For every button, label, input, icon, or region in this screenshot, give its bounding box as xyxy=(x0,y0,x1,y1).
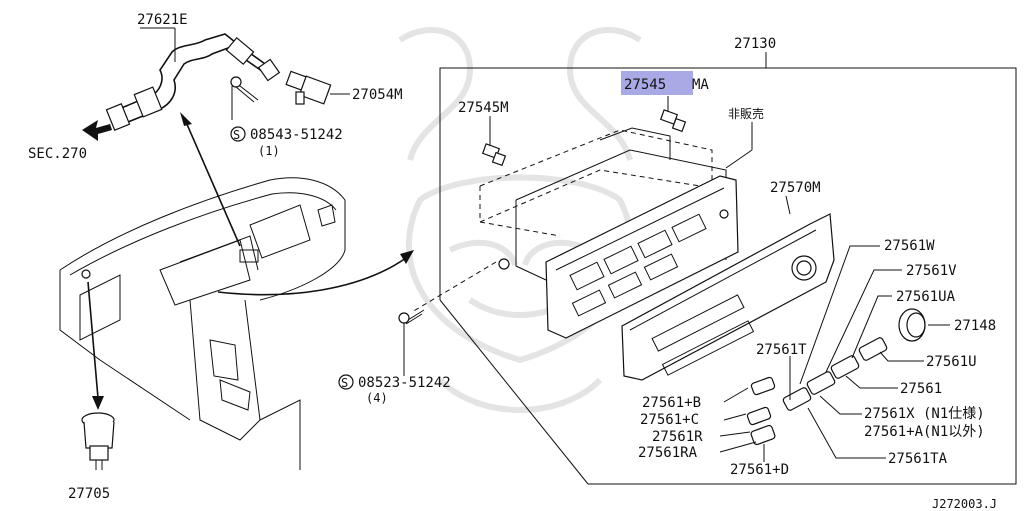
label-27561B: 27561+B xyxy=(642,395,701,411)
label-27054M: 27054M xyxy=(352,87,403,103)
label-27561A: 27561+A(N1以外) xyxy=(864,424,985,440)
label-screw-08523-qty: (4) xyxy=(366,391,388,405)
label-27561X: 27561X (N1仕様) xyxy=(864,406,985,422)
diagram-code: J272003.J xyxy=(932,497,997,511)
label-27570M: 27570M xyxy=(770,180,821,196)
label-screw-08523: 08523-51242 xyxy=(358,375,451,391)
buttons-group xyxy=(746,337,888,446)
ac-control-unit xyxy=(411,127,739,339)
dashboard-illustration xyxy=(59,177,346,470)
label-27130: 27130 xyxy=(734,36,776,52)
label-27705: 27705 xyxy=(68,486,110,502)
label-27545MA-highlighted[interactable]: 27545 xyxy=(624,77,666,93)
label-27561W: 27561W xyxy=(884,238,935,254)
screw-08543 xyxy=(230,76,259,142)
screw-27545M-left xyxy=(481,116,507,167)
screw-symbol-2: S xyxy=(341,376,348,390)
label-27561UA: 27561UA xyxy=(896,289,956,305)
screw-symbol-1: S xyxy=(233,128,240,142)
label-27148: 27148 xyxy=(954,318,996,334)
label-not-for-sale: 非販売 xyxy=(728,106,764,121)
part-27705 xyxy=(81,412,115,470)
assembly-frame-27130 xyxy=(439,52,1017,485)
label-27561: 27561 xyxy=(900,381,942,397)
label-27621E: 27621E xyxy=(137,12,188,28)
label-27561C: 27561+C xyxy=(640,412,699,428)
locator-arrows xyxy=(87,112,414,410)
knob-27148 xyxy=(898,308,950,342)
label-27561V: 27561V xyxy=(906,263,957,279)
label-27561T: 27561T xyxy=(756,342,807,358)
sec270-arrow xyxy=(82,120,112,141)
label-27561R: 27561R xyxy=(652,429,703,445)
label-27545MA-suffix: MA xyxy=(692,77,709,93)
highlight-27545MA xyxy=(621,71,693,95)
label-sec270: SEC.270 xyxy=(28,146,87,162)
watermark-emblem xyxy=(398,27,642,413)
screw-08523 xyxy=(338,309,425,390)
sensor-27054M xyxy=(285,70,350,105)
label-27545M: 27545M xyxy=(458,100,509,116)
leader-lines xyxy=(719,245,924,462)
face-panel-27570M xyxy=(621,195,835,381)
label-27561TA: 27561TA xyxy=(888,451,948,467)
label-screw-08543-qty: (1) xyxy=(258,144,280,158)
screw-27545MA xyxy=(659,96,687,133)
label-27561RA: 27561RA xyxy=(638,445,698,461)
label-27561D: 27561+D xyxy=(730,462,789,478)
aspirator-hose-27621E xyxy=(105,27,281,131)
label-27561U: 27561U xyxy=(926,354,977,370)
label-screw-08543: 08543-51242 xyxy=(250,127,343,143)
